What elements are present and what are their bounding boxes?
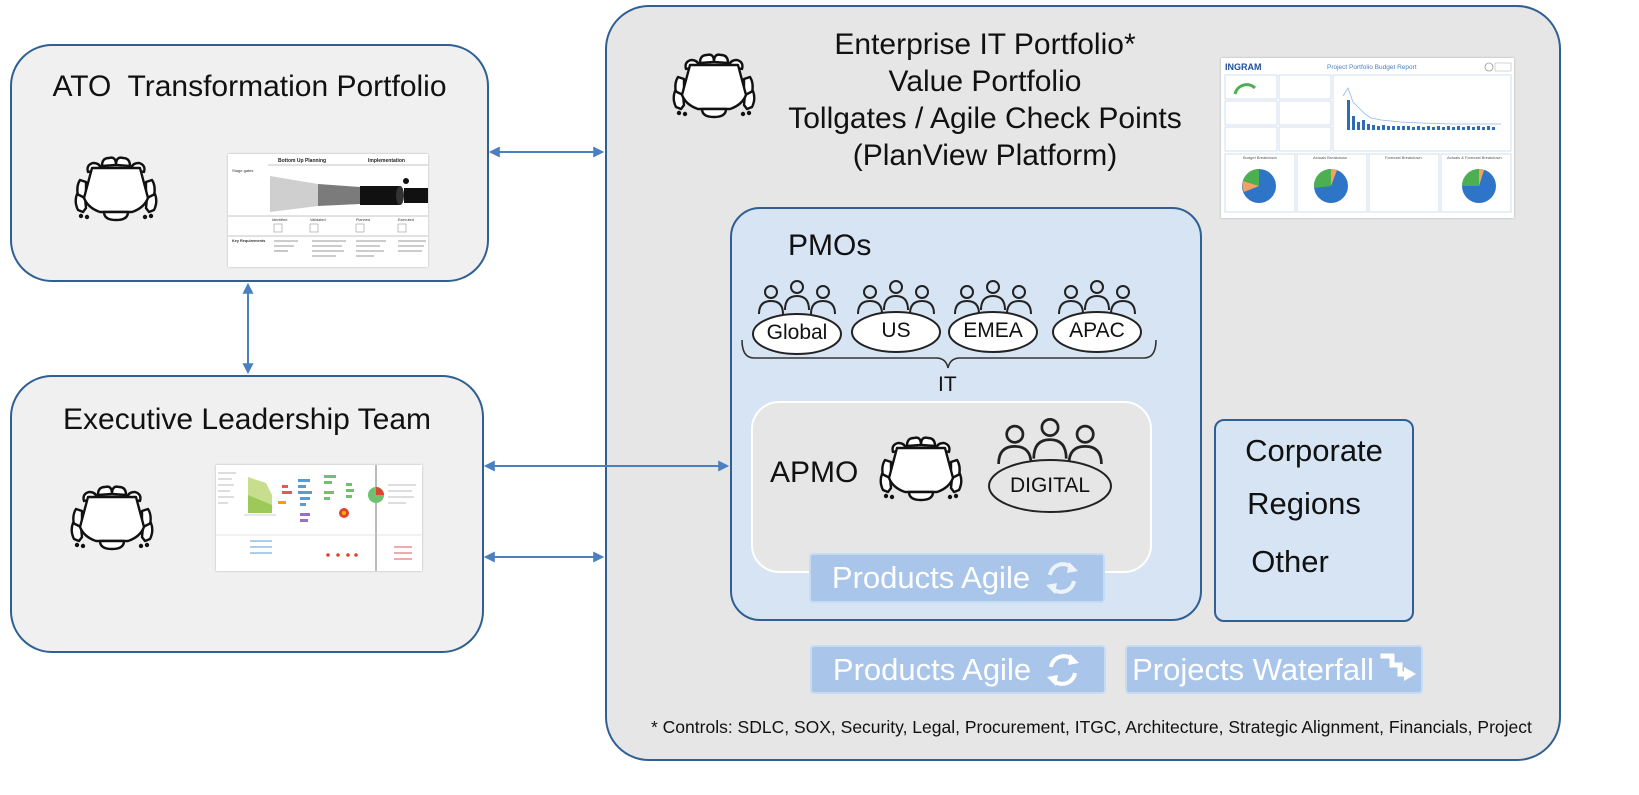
enterprise-title-line-1: Enterprise IT Portfolio* xyxy=(834,28,1136,61)
pmo-oval xyxy=(851,311,941,353)
ato-planning-thumbnail: Bottom Up Planning Implementation Stage … xyxy=(228,154,428,267)
thumb-key-req: Key Requirements xyxy=(232,239,265,243)
controls-footnote: * Controls: SDLC, SOX, Security, Legal, … xyxy=(651,717,1532,737)
thumb-col-2: Validated xyxy=(310,218,326,222)
digital-oval xyxy=(988,459,1112,513)
thumb-col-1: Identified xyxy=(272,218,287,222)
ato-title: ATO Transformation Portfolio xyxy=(52,70,447,103)
report-logo: INGRAM xyxy=(1225,62,1262,72)
side-item-regions: Regions xyxy=(1247,486,1361,521)
thumb-col-3: Planned xyxy=(356,218,370,222)
report-title: Project Portfolio Budget Report xyxy=(1327,64,1417,71)
thumb-stage: Stage gates xyxy=(232,168,253,173)
bottom-products-agile-pill: Products Agile xyxy=(810,645,1106,694)
apmo-title: APMO xyxy=(770,456,859,489)
side-item-other: Other xyxy=(1251,544,1329,579)
report-panel-3: Forecast Breakdown xyxy=(1385,155,1422,160)
projects-waterfall-label: Projects Waterfall xyxy=(1132,651,1374,687)
bottom-products-agile-label: Products Agile xyxy=(832,651,1032,687)
pmo-oval xyxy=(1052,311,1142,353)
it-label: IT xyxy=(938,373,957,396)
enterprise-title-line-2: Value Portfolio xyxy=(888,65,1082,98)
enterprise-title-line-3: Tollgates / Agile Check Points xyxy=(788,102,1182,135)
pmo-label-global: Global xyxy=(766,321,828,344)
apmo-products-agile-label: Products Agile xyxy=(831,560,1031,595)
executive-leadership-box: Executive Leadership Team xyxy=(10,375,484,653)
thumb-head-2: Implementation xyxy=(368,158,405,164)
pmo-label-apac: APAC xyxy=(1069,319,1125,342)
projects-waterfall-pill: Projects Waterfall xyxy=(1125,645,1423,694)
report-panel-1: Budget Breakdown xyxy=(1243,155,1277,160)
pmo-label-us: US xyxy=(881,319,911,342)
pmo-oval xyxy=(752,313,842,355)
budget-report-thumbnail: INGRAM Project Portfolio Budget Report xyxy=(1221,58,1514,218)
digital-label: DIGITAL xyxy=(1009,474,1091,497)
apmo-products-agile-pill: Products Agile xyxy=(809,553,1105,603)
report-panel-4: Actuals & Forecast Breakdown xyxy=(1447,155,1502,160)
pmo-label-emea: EMEA xyxy=(963,319,1023,342)
enterprise-title: Enterprise IT Portfolio* Value Portfolio… xyxy=(735,26,1235,174)
corporate-regions-box: Corporate Regions Other xyxy=(1214,419,1414,622)
side-item-corporate: Corporate xyxy=(1245,433,1383,468)
thumb-col-4: Executed xyxy=(398,218,414,222)
enterprise-title-line-4: (PlanView Platform) xyxy=(852,139,1118,172)
pmos-title: PMOs xyxy=(788,229,872,262)
pmo-oval xyxy=(948,311,1038,353)
report-panel-2: Actuals Breakdown xyxy=(1313,155,1347,160)
it-brace xyxy=(741,339,1157,369)
ato-transformation-box: ATO Transformation Portfolio Bottom Up P… xyxy=(10,44,489,282)
elt-dashboard-thumbnail xyxy=(216,465,422,571)
elt-title: Executive Leadership Team xyxy=(63,403,431,436)
thumb-head-1: Bottom Up Planning xyxy=(278,158,326,164)
